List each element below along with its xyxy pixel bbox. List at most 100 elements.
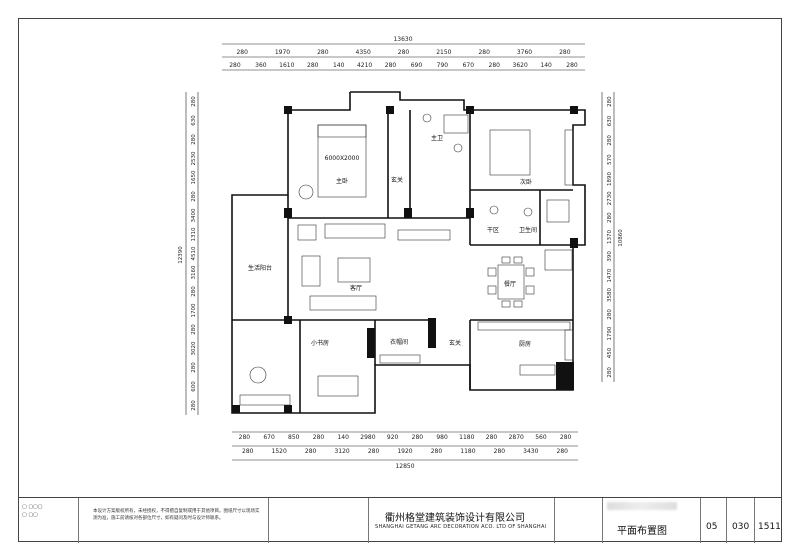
- dim-bottom-total-label: 12850: [395, 463, 414, 470]
- stove: [519, 364, 556, 376]
- dim-bottom-row2-label: 280: [368, 448, 380, 455]
- master-chair: [298, 184, 314, 200]
- dim-bottom-row2-label: 280: [557, 448, 569, 455]
- dim-top-row2-label: 280: [385, 62, 397, 69]
- dim-right-segment-label: 280: [607, 212, 613, 223]
- master-bed-pillow: [317, 124, 367, 138]
- dim-bottom-row1-label: 2870: [509, 434, 524, 441]
- dim-right-segment-label: 3580: [607, 288, 613, 302]
- room-label-second: 次卧: [520, 178, 532, 186]
- sheet-border: [18, 18, 782, 542]
- dim-bottom-row1-label: 280: [486, 434, 498, 441]
- dim-right-segment-label: 630: [607, 115, 613, 126]
- room-label-dining: 餐厅: [504, 280, 516, 288]
- room-label-study: 小书房: [311, 339, 329, 347]
- master-bed-size: 6000X2000: [325, 155, 360, 162]
- dim-right-segment-label: 280: [607, 367, 613, 378]
- shoe-cabinet: [397, 229, 451, 241]
- dim-top-total: 13630: [393, 36, 412, 43]
- dim-left-segment-label: 3400: [191, 208, 197, 222]
- dim-bottom-row1-label: 980: [436, 434, 448, 441]
- dim-top-row2-label: 4210: [357, 62, 372, 69]
- dim-bottom-row1-label: 850: [288, 434, 300, 441]
- dim-top-row1-label: 280: [559, 49, 571, 56]
- dim-left-segment-label: 4510: [191, 246, 197, 260]
- dim-left-segment-label: 1700: [191, 303, 197, 317]
- room-label-living: 客厅: [350, 284, 362, 292]
- dim-bottom-row2-label: 1920: [397, 448, 412, 455]
- kitchen-counter-side: [564, 329, 574, 361]
- dim-bottom-row1-label: 560: [535, 434, 547, 441]
- dim-left-segment-label: 1310: [191, 227, 197, 241]
- side-chair: [301, 255, 321, 287]
- dim-left-outer-label: 12390: [178, 246, 184, 264]
- dim-bottom-row2-label: 280: [494, 448, 506, 455]
- dim-left-segment-label: 3160: [191, 265, 197, 279]
- room-label-dry: 干区: [487, 227, 499, 234]
- dim-right-segment-label: 1790: [607, 326, 613, 340]
- dim-top-row2-label: 280: [566, 62, 578, 69]
- dim-bottom-row2-label: 1180: [460, 448, 475, 455]
- company-name-cn: 衢州格堂建筑装饰设计有限公司: [385, 513, 525, 524]
- dim-bottom-row1-label: 280: [412, 434, 424, 441]
- dim-right: 1086028063028057018902730280137039014703…: [607, 96, 624, 378]
- dim-left-segment-label: 630: [191, 115, 197, 126]
- dim-right-segment-label: 280: [607, 309, 613, 320]
- dim-bottom-row1-label: 280: [560, 434, 572, 441]
- sideboard: [544, 249, 573, 271]
- dim-bottom-row2-label: 280: [431, 448, 443, 455]
- dim-right-segment-label: 1470: [607, 268, 613, 282]
- room-label-balcony: 生活阳台: [248, 264, 272, 272]
- dim-top-row1-label: 2150: [436, 49, 451, 56]
- room-label-closet: 衣帽间: [390, 338, 408, 346]
- dim-bottom-row2-label: 3430: [523, 448, 538, 455]
- room-label-kitchen: 厨房: [519, 340, 531, 348]
- dim-top-row1-label: 3760: [517, 49, 532, 56]
- shower: [443, 114, 469, 134]
- room-labels: 主卧6000X2000主卫玄关次卧生活阳台客厅干区卫生间餐厅小书房衣帽间玄关厨房: [248, 134, 537, 348]
- drawing-name: 平面布置图: [617, 526, 667, 537]
- title-block: ▢ ▢▢▢ ▢ ▢▢ 本设计方案版权所有，未经授权，不得擅自复制或用于其他项目。…: [18, 497, 782, 543]
- dim-bottom-row1-label: 920: [387, 434, 399, 441]
- dim-top-row1-label: 280: [236, 49, 248, 56]
- tb-meta-cell: [268, 498, 368, 543]
- bath-shower: [546, 199, 570, 223]
- tv-cabinet: [324, 223, 386, 239]
- tb-notes: 本设计方案版权所有，未经授权，不得擅自复制或用于其他项目。图纸尺寸以现场实测为准…: [93, 509, 260, 521]
- tb-code-cell: 1511: [754, 498, 782, 543]
- tb-sheet-cell: 05: [700, 498, 726, 543]
- dim-right-segment-label: 1890: [607, 172, 613, 186]
- dim-top-row2-label: 140: [333, 62, 345, 69]
- dim-left-segment-label: 280: [191, 191, 197, 202]
- living-armchair: [297, 224, 317, 241]
- dim-bottom-row2-label: 280: [305, 448, 317, 455]
- dim-left: 1239028063028025301650280340013104510316…: [178, 96, 197, 411]
- dim-bottom-row2-label: 3120: [334, 448, 349, 455]
- room-label-master-bath: 主卫: [431, 134, 443, 142]
- dim-right-segment-label: 2730: [607, 191, 613, 205]
- dim-right-segment-label: 1370: [607, 230, 613, 244]
- dim-bottom-row2-label: 1520: [272, 448, 287, 455]
- dim-top-row2-label: 690: [411, 62, 423, 69]
- dim-bottom-row1-label: 140: [337, 434, 349, 441]
- dim-top-row2-label: 790: [437, 62, 449, 69]
- dim-right-segment-label: 450: [607, 347, 613, 358]
- tb-drawing-cell: 平面布置图: [602, 498, 700, 543]
- dim-top-row1-label: 280: [317, 49, 329, 56]
- tb-info-cell: ▢ ▢▢▢ ▢ ▢▢: [22, 504, 43, 518]
- master-toilet: [422, 113, 432, 123]
- dim-top-row2-label: 3620: [513, 62, 528, 69]
- dim-bottom-row1-label: 1180: [459, 434, 474, 441]
- room-label-master: 主卧: [336, 177, 348, 185]
- dining-table: [497, 264, 525, 300]
- dim-right-segment-label: 390: [607, 251, 613, 262]
- dim-bottom-row1-label: 280: [239, 434, 251, 441]
- dim-top-total-label: 13630: [393, 36, 412, 43]
- tb-notes-cell: 本设计方案版权所有，未经授权，不得擅自复制或用于其他项目。图纸尺寸以现场实测为准…: [78, 498, 268, 543]
- dim-top-row1-label: 4350: [356, 49, 371, 56]
- dim-top-row2-label: 670: [463, 62, 475, 69]
